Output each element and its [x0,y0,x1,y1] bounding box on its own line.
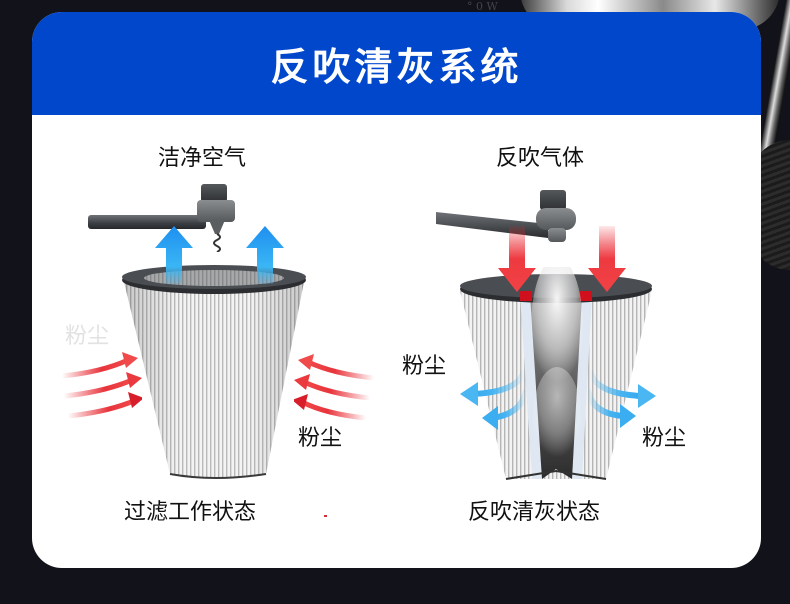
nozzle-icon [209,220,225,252]
filter-cartridge-icon [122,265,306,479]
filter-state-caption: 过滤工作状态 [124,500,257,525]
dust-outflow-arrows-right-icon [588,369,656,428]
valve-body-icon [197,200,235,222]
blow-pipe-icon [88,215,206,229]
pulse-gas-label: 反吹气体 [496,146,585,171]
dust-inflow-arrows-left-icon [62,352,142,419]
dust-label-faint: 粉尘 [65,324,110,349]
pulse-arrow-down-icon [588,226,626,292]
dust-inflow-arrows-right-icon [294,354,374,421]
card-title: 反吹清灰系统 [270,45,523,89]
dust-outflow-arrows-left-icon [460,369,528,430]
valve-body-icon [536,208,576,230]
solenoid-valve-icon [540,190,566,210]
card-header: 反吹清灰系统 [32,12,761,115]
nozzle-icon [548,228,566,242]
pulse-arrow-down-icon [498,226,536,292]
clean-air-arrow-up-icon [155,226,193,284]
clean-air-arrow-up-icon [246,226,284,284]
filter-cartridge-cutaway-icon [460,267,652,480]
dust-label: 粉尘 [298,426,343,451]
solenoid-valve-icon [201,184,227,202]
info-card: 反吹清灰系统 洁净空气 [32,12,761,568]
dust-label-left: 粉尘 [402,354,447,379]
decorative-mark [324,515,327,517]
pulse-clean-state-caption: 反吹清灰状态 [468,500,601,525]
dust-label-right: 粉尘 [642,426,687,451]
product-label-text: ° 0 W [467,0,498,13]
clean-air-label: 洁净空气 [158,146,247,171]
